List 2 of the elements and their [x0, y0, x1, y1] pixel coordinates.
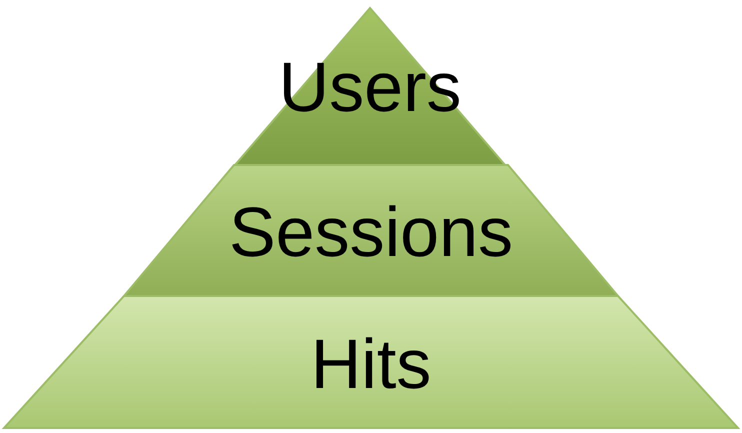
- level-label: Hits: [310, 329, 432, 399]
- level-label: Sessions: [228, 196, 514, 266]
